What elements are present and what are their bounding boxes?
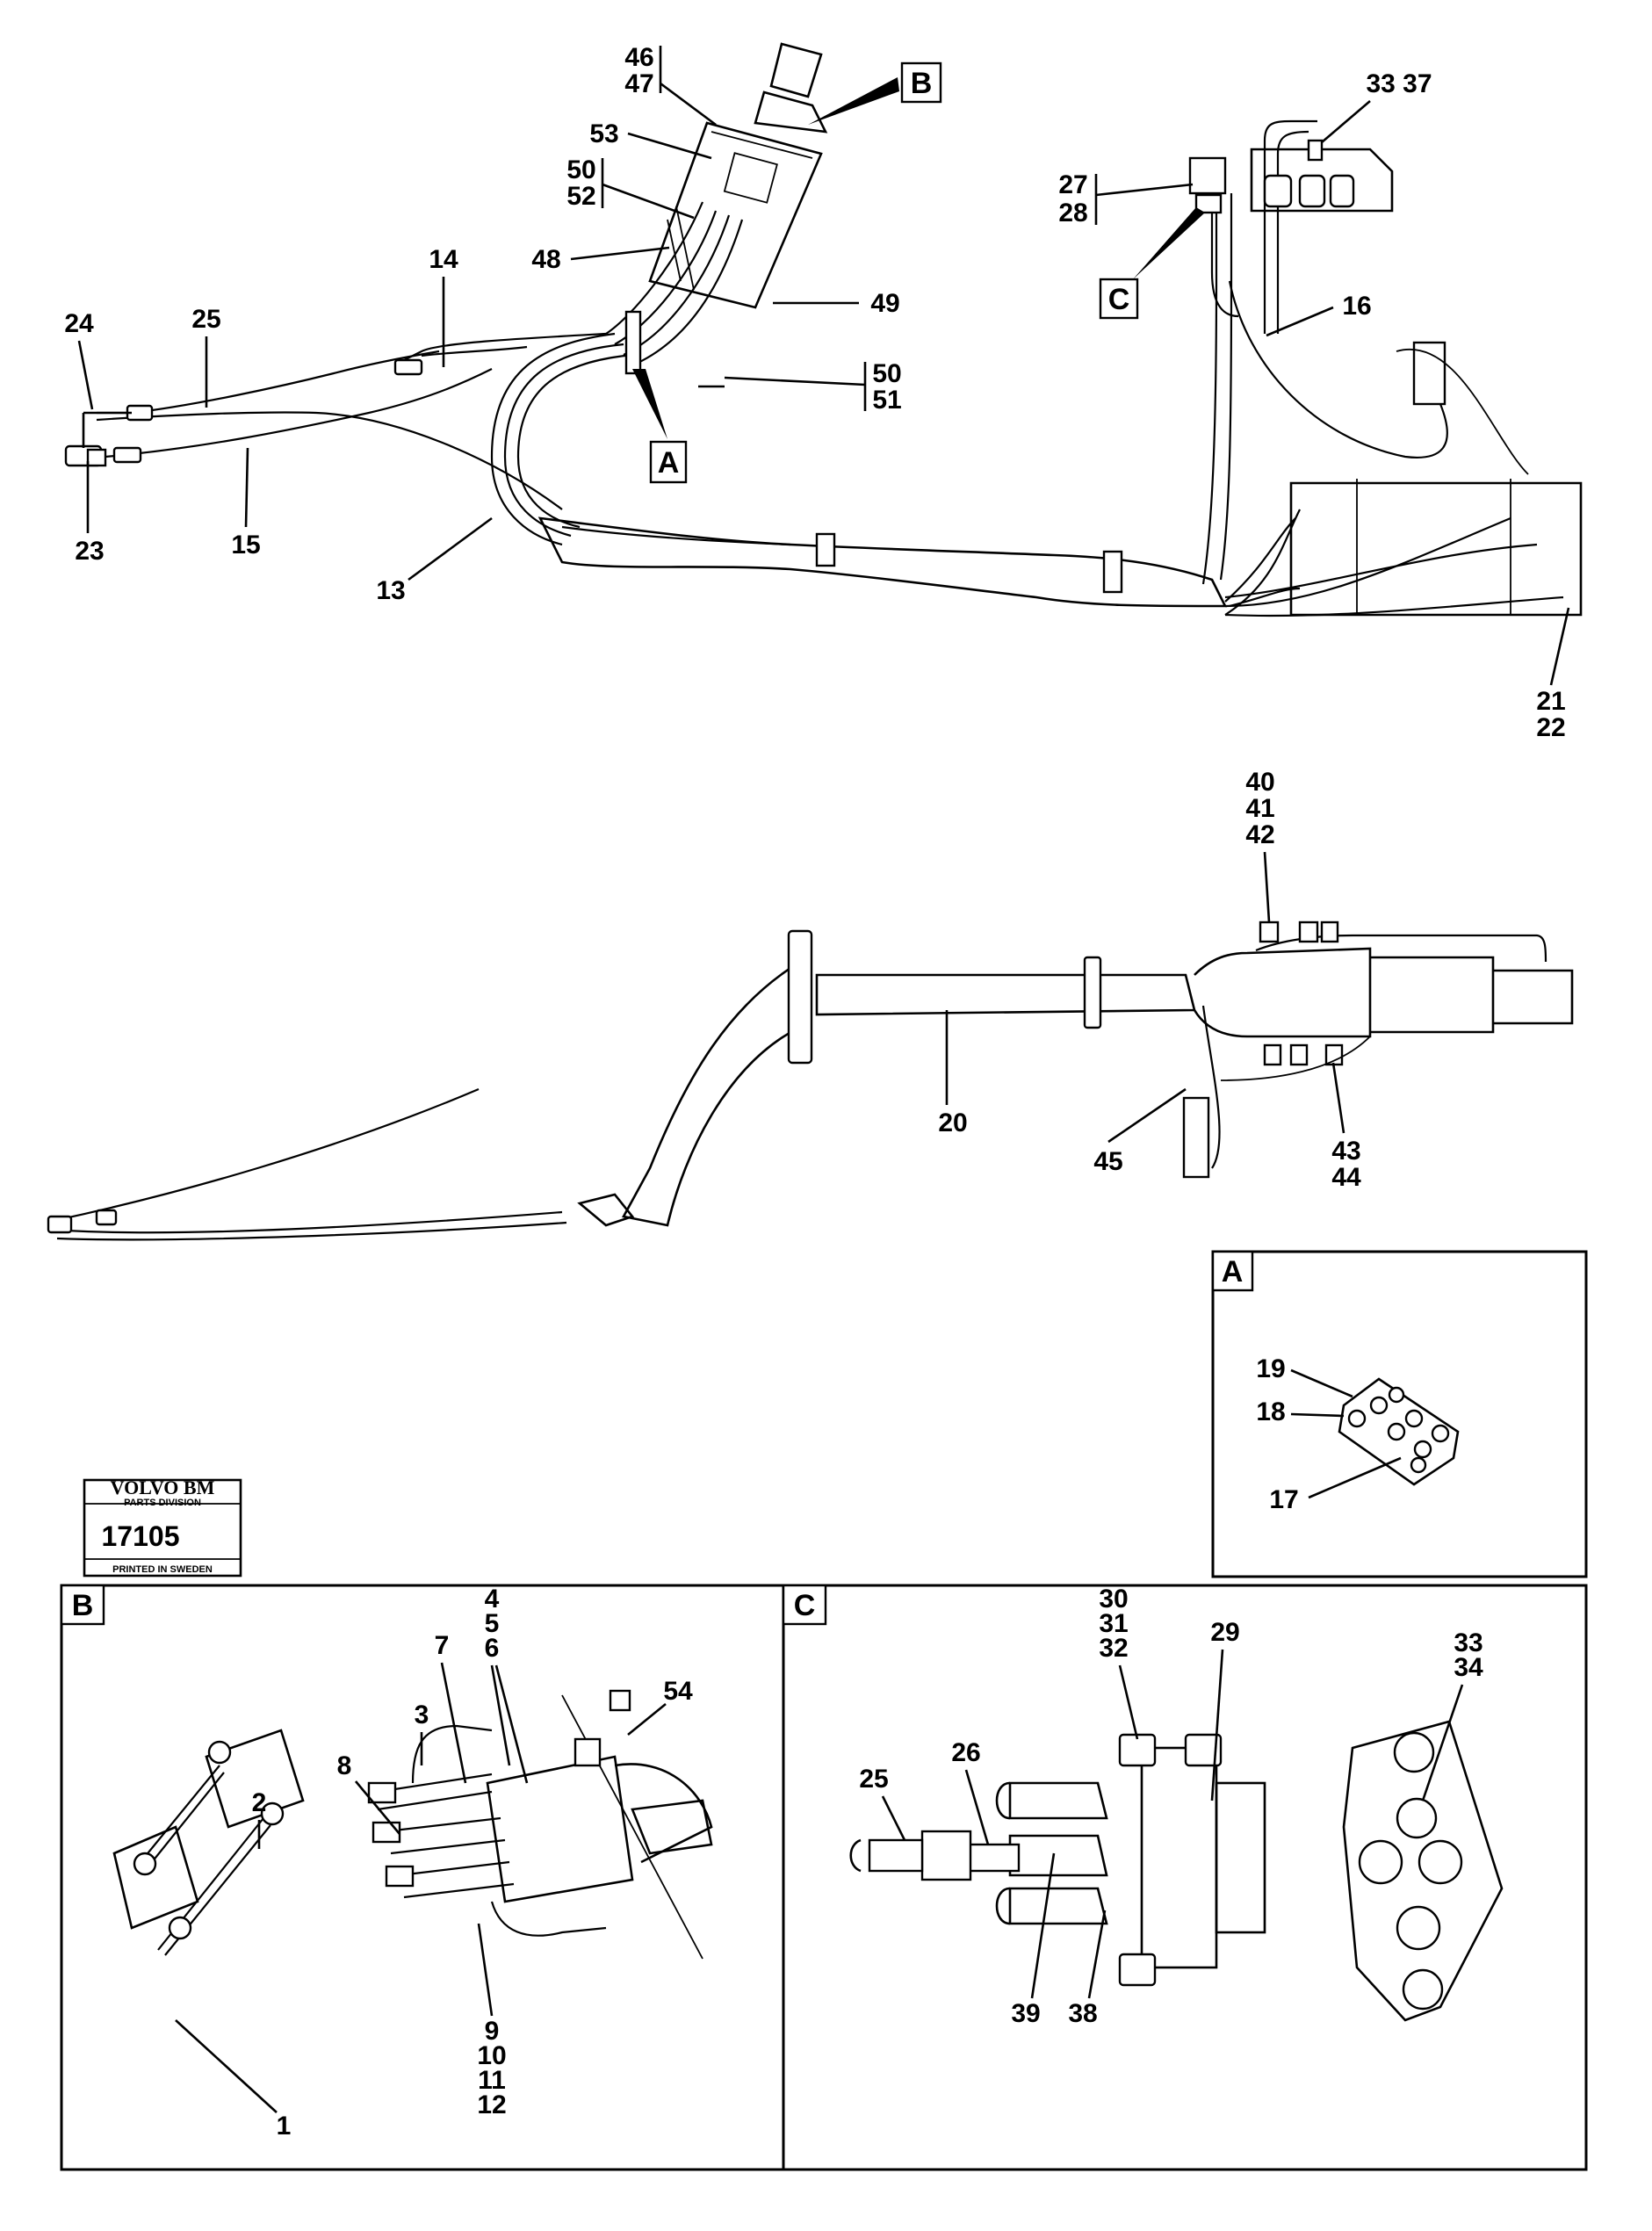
part-label: 51: [872, 386, 901, 415]
part-label: 49: [870, 289, 899, 318]
left-fittings: [64, 358, 423, 467]
main-labels: 46 47 53 50 52 48 14 24 25 23 15 13 49 5…: [64, 43, 1570, 742]
part-label: 3: [415, 1700, 429, 1729]
part-label: 43: [1331, 1137, 1360, 1166]
part-label: 2: [252, 1788, 267, 1817]
part-label: 25: [191, 305, 220, 334]
part-label: 44: [1331, 1163, 1361, 1192]
terminal-block: [1338, 1377, 1460, 1486]
part-label: 33 37: [1366, 69, 1432, 98]
part-label: B: [72, 1589, 94, 1622]
part-label: 19: [1256, 1354, 1285, 1383]
volvo-parts-stamp: VOLVO BM PARTS DIVISION 17105 PRINTED IN…: [83, 1477, 242, 1578]
part-label: 1: [277, 2112, 292, 2141]
part-label: 26: [951, 1738, 980, 1767]
flange-plate: [787, 929, 813, 1065]
part-label: 53: [589, 119, 618, 148]
part-label: 11: [478, 2066, 506, 2095]
valve-c: [1188, 156, 1227, 195]
part-label: 42: [1245, 820, 1274, 849]
part-label: C: [794, 1589, 816, 1622]
part-label: 28: [1058, 199, 1087, 227]
main-hose-assembly: [64, 42, 1583, 617]
part-label: 6: [485, 1634, 500, 1663]
part-label: 25: [859, 1765, 888, 1794]
part-label: 24: [64, 309, 94, 338]
part-label: 22: [1536, 713, 1565, 742]
part-label: PRINTED IN SWEDEN: [112, 1564, 213, 1575]
conduit-clamp-1: [815, 532, 836, 567]
part-label: 15: [231, 531, 260, 560]
part-label: 13: [376, 576, 405, 605]
detail-panel-a: A 19 18 17: [1211, 1250, 1588, 1578]
part-label: 21: [1536, 687, 1565, 716]
part-label: 10: [477, 2041, 506, 2070]
part-label: 34: [1454, 1653, 1483, 1682]
mid-labels: 40 41 42 20 45 43 44: [938, 768, 1361, 1192]
part-label: 5: [485, 1609, 500, 1638]
part-label: 47: [624, 69, 653, 98]
part-label: 27: [1058, 170, 1087, 199]
part-label: 39: [1011, 1999, 1040, 2028]
part-label: C: [1108, 283, 1130, 316]
part-label: 46: [624, 43, 653, 72]
detail-panel-c: C 30 31 32 29 26 25 33: [782, 1584, 1588, 2171]
part-label: 8: [337, 1751, 352, 1780]
callout-b: B: [808, 61, 942, 125]
part-label: 16: [1342, 292, 1371, 321]
part-label: 40: [1245, 768, 1274, 797]
part-label: 18: [1256, 1397, 1285, 1426]
part-label: 52: [566, 182, 595, 211]
part-label: VOLVO BM: [111, 1477, 215, 1498]
part-label: 38: [1068, 1999, 1097, 2028]
part-label: 29: [1210, 1618, 1239, 1647]
part-label: 30: [1099, 1585, 1128, 1614]
part-label: 14: [429, 245, 458, 274]
bundle-clamp: [624, 310, 642, 375]
part-label: 12: [477, 2090, 506, 2119]
callout-a: A: [632, 369, 688, 484]
detail-panel-b: B 4 5 6 7 3 8 54 2: [60, 1584, 785, 2171]
mid-conduit-assembly: [47, 921, 1574, 1241]
part-label: 48: [531, 245, 560, 274]
part-label: 45: [1093, 1147, 1122, 1176]
part-label: B: [911, 67, 933, 100]
part-label: 7: [435, 1631, 450, 1660]
joystick-control: [648, 42, 828, 309]
part-label: 9: [485, 2017, 500, 2046]
part-label: 50: [566, 155, 595, 184]
part-label: A: [1222, 1255, 1244, 1289]
part-label: 23: [75, 537, 104, 566]
part-label: 32: [1099, 1634, 1128, 1663]
part-label: 41: [1245, 794, 1274, 823]
part-label: 33: [1454, 1628, 1482, 1657]
part-label: PARTS DIVISION: [124, 1498, 201, 1508]
part-label: 4: [485, 1585, 500, 1614]
part-label: 54: [663, 1677, 693, 1706]
part-label: 20: [938, 1108, 967, 1137]
mid-clamp: [1083, 956, 1102, 1029]
part-label: 17105: [102, 1520, 180, 1552]
part-label: A: [658, 446, 680, 480]
part-label: 17: [1269, 1485, 1298, 1514]
callout-c: C: [1099, 207, 1205, 320]
conduit-clamp-2: [1102, 550, 1123, 594]
part-label: 50: [872, 359, 901, 388]
part-label: 31: [1099, 1609, 1128, 1638]
